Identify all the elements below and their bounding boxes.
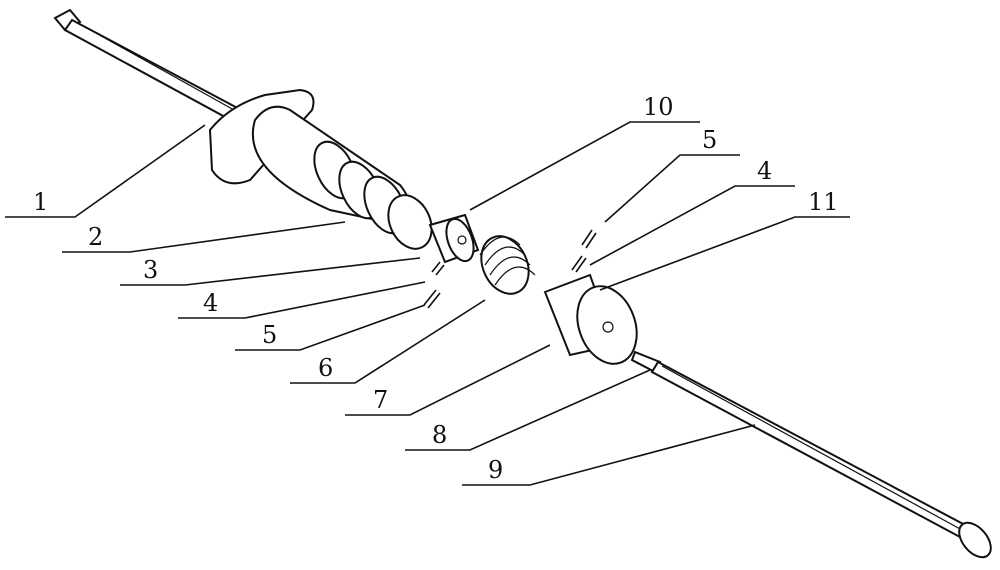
svg-text:10: 10 xyxy=(643,93,674,121)
svg-text:6: 6 xyxy=(318,354,333,382)
cap-part-8 xyxy=(543,273,638,365)
callout-2: 2 xyxy=(62,221,346,253)
callout-11: 11 xyxy=(599,188,850,291)
small-cylinder-part-3 xyxy=(428,213,480,264)
callout-5-upper: 5 xyxy=(604,126,740,223)
svg-text:8: 8 xyxy=(432,421,447,449)
svg-text:5: 5 xyxy=(702,126,717,154)
svg-text:4: 4 xyxy=(757,157,772,185)
svg-text:4: 4 xyxy=(203,289,218,317)
callout-6: 6 xyxy=(290,299,486,384)
svg-text:7: 7 xyxy=(373,386,388,414)
callout-1: 1 xyxy=(5,124,206,218)
svg-text:5: 5 xyxy=(262,321,277,349)
callout-4-upper: 4 xyxy=(589,157,795,266)
pins-parts-4-5-upper xyxy=(571,229,597,273)
callout-3: 3 xyxy=(120,256,421,286)
svg-text:3: 3 xyxy=(143,256,158,284)
callout-10: 10 xyxy=(469,93,700,211)
pins-parts-4-5-lower xyxy=(423,261,445,309)
svg-text:2: 2 xyxy=(88,223,103,251)
rod-part-1 xyxy=(53,8,247,126)
callout-9: 9 xyxy=(462,424,756,486)
needle-part-9 xyxy=(630,350,992,559)
spring-part-7 xyxy=(479,235,536,295)
svg-text:11: 11 xyxy=(808,188,839,216)
callout-8: 8 xyxy=(405,369,651,451)
callout-4-lower: 4 xyxy=(178,281,426,319)
flange-body-part-2 xyxy=(208,88,433,250)
svg-text:9: 9 xyxy=(488,456,503,484)
callout-5-lower: 5 xyxy=(235,304,426,351)
svg-text:1: 1 xyxy=(33,188,48,216)
callout-7: 7 xyxy=(345,344,551,416)
